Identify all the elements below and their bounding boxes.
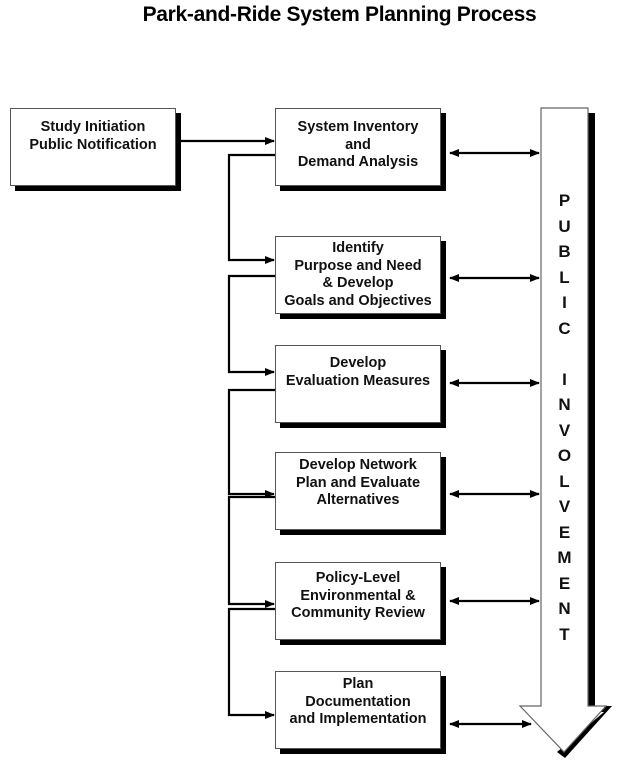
label-letter: O — [557, 446, 572, 465]
box-text-line: Documentation — [305, 693, 411, 710]
box-text-line: Identify — [332, 240, 384, 256]
connector-elbow-arrow — [227, 274, 275, 376]
arrow-body — [518, 107, 608, 753]
box-text-line: Develop — [329, 355, 387, 371]
label-letter: N — [558, 395, 571, 414]
box-text-line: Study Initiation — [40, 119, 146, 135]
box-text-line: Alternatives — [316, 492, 400, 508]
label-letter: L — [559, 471, 570, 491]
label-letter: C — [558, 318, 571, 338]
label-letter: U — [558, 216, 571, 236]
diagram-title: Park-and-Ride System Planning Process — [142, 3, 537, 26]
box-text-line: Community Review — [291, 605, 425, 621]
label-letter: V — [558, 420, 571, 440]
label-letter: L — [559, 267, 570, 287]
label-letter: N — [558, 599, 571, 618]
box-text-line: Demand Analysis — [297, 154, 419, 170]
box-text-line: and Implementation — [289, 711, 427, 727]
label-letter: M — [557, 548, 572, 567]
label-letter: P — [558, 191, 571, 210]
box-text-line: Develop Network — [299, 457, 417, 473]
public-involvement-arrow — [518, 107, 612, 758]
box-text-line: Plan — [342, 676, 374, 692]
box-text-line: and — [345, 136, 371, 153]
box-text-line: & Develop — [322, 275, 394, 291]
connector-elbow-arrow — [227, 153, 275, 264]
box-text-line: Environmental & — [300, 587, 416, 604]
label-letter: B — [558, 242, 571, 261]
connector-elbow-arrow — [227, 388, 275, 498]
box-text-line: Plan and Evaluate — [295, 474, 421, 491]
box-text-line: System Inventory — [297, 119, 419, 135]
box-text-line: Goals and Objectives — [284, 292, 432, 309]
label-letter — [562, 341, 567, 367]
box-text-line: Policy-Level — [315, 570, 401, 586]
connector-elbow-arrow — [227, 495, 275, 608]
label-letter: I — [562, 369, 567, 389]
label-letter: I — [562, 293, 567, 312]
label-letter: E — [558, 522, 571, 542]
box-text-line: Public Notification — [29, 136, 157, 153]
label-letter: T — [559, 624, 570, 644]
connector-elbow-arrow — [227, 607, 275, 719]
box-text-line: Purpose and Need — [294, 257, 422, 274]
box-text-line: Evaluation Measures — [285, 372, 431, 389]
label-letter: E — [558, 573, 571, 593]
label-letter: V — [558, 497, 571, 516]
